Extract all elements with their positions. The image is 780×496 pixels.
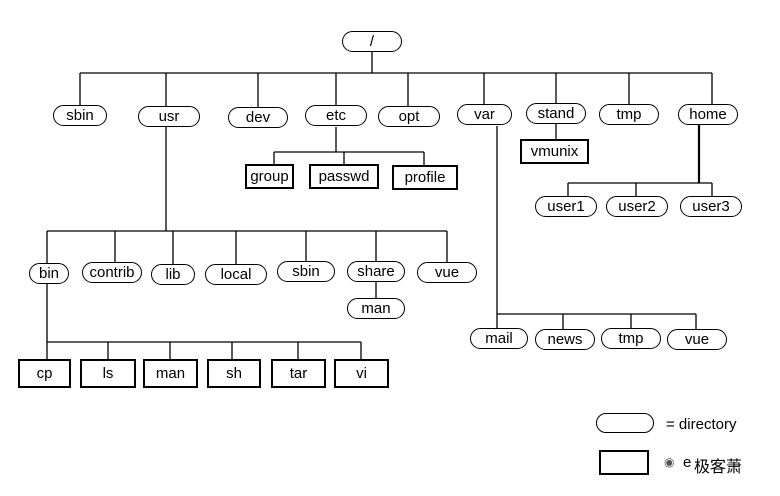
dir-usr-contrib[interactable]: contrib xyxy=(82,262,142,283)
dir-var-vue[interactable]: vue xyxy=(667,329,727,350)
file-passwd[interactable]: passwd xyxy=(309,164,379,189)
dir-var-tmp[interactable]: tmp xyxy=(601,328,661,349)
dir-var-news[interactable]: news xyxy=(535,329,595,350)
dir-user3[interactable]: user3 xyxy=(680,196,742,217)
dir-dev[interactable]: dev xyxy=(228,107,288,128)
watermark-text: 极客萧 xyxy=(694,459,743,476)
dir-usr-bin[interactable]: bin xyxy=(29,263,69,284)
file-vmunix[interactable]: vmunix xyxy=(520,139,589,164)
dir-stand[interactable]: stand xyxy=(526,103,586,124)
dir-usr[interactable]: usr xyxy=(138,106,200,127)
dir-usr-vue[interactable]: vue xyxy=(417,262,477,283)
file-ls[interactable]: ls xyxy=(80,359,136,388)
file-tar[interactable]: tar xyxy=(271,359,326,388)
file-cp[interactable]: cp xyxy=(18,359,71,388)
file-profile[interactable]: profile xyxy=(392,165,458,190)
dir-var-mail[interactable]: mail xyxy=(470,328,528,349)
file-group[interactable]: group xyxy=(245,164,294,189)
legend-file-symbol xyxy=(599,450,649,475)
dir-etc[interactable]: etc xyxy=(305,105,367,126)
legend-directory-label: = directory xyxy=(666,416,737,433)
dir-usr-lib[interactable]: lib xyxy=(151,264,195,285)
dir-user1[interactable]: user1 xyxy=(535,196,597,217)
dir-usr-sbin[interactable]: sbin xyxy=(277,261,335,282)
dir-user2[interactable]: user2 xyxy=(606,196,668,217)
dir-opt[interactable]: opt xyxy=(378,106,440,127)
dir-usr-local[interactable]: local xyxy=(205,264,267,285)
dir-share-man[interactable]: man xyxy=(347,298,405,319)
watermark-wechat-icon: ◉ xyxy=(664,455,675,469)
file-sh[interactable]: sh xyxy=(207,359,261,388)
dir-sbin[interactable]: sbin xyxy=(53,105,107,126)
legend-file-label: e xyxy=(683,454,692,471)
dir-home[interactable]: home xyxy=(678,104,738,125)
file-vi[interactable]: vi xyxy=(334,359,389,388)
legend-directory-symbol xyxy=(596,413,654,433)
file-man[interactable]: man xyxy=(143,359,198,388)
dir-tmp[interactable]: tmp xyxy=(599,104,659,125)
dir-usr-share[interactable]: share xyxy=(347,261,405,282)
root-directory[interactable]: / xyxy=(342,31,402,52)
dir-var[interactable]: var xyxy=(457,104,512,125)
